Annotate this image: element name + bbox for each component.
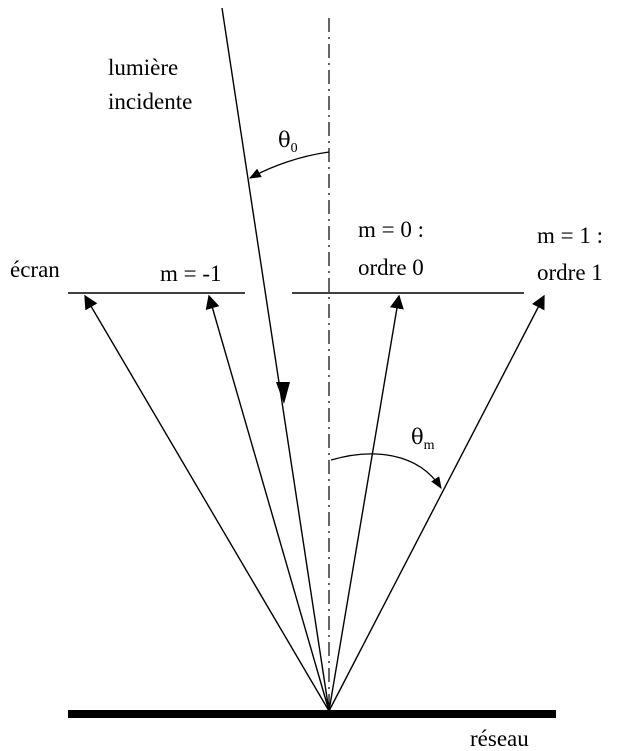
thetam-angle-arc — [330, 453, 442, 490]
theta0-angle-arc — [248, 151, 330, 179]
incident-ray — [221, 7, 330, 712]
thetam-label: θm — [411, 425, 435, 453]
ray-order-minus1 — [205, 294, 330, 712]
incident-light-label-line2: incidente — [108, 89, 193, 114]
grating-bar — [68, 710, 556, 718]
theta0-symbol: θ — [278, 128, 291, 152]
order0-label-line2: ordre 0 — [358, 255, 424, 280]
theta0-label: θ0 — [278, 128, 298, 156]
screen-label: écran — [10, 257, 60, 282]
order0-label-line1: m = 0 : — [358, 217, 425, 242]
thetam-symbol: θ — [411, 425, 424, 449]
ray-order-1 — [328, 294, 545, 712]
incident-ray-arrow — [276, 382, 290, 404]
order-minus1-label: m = -1 — [160, 261, 222, 286]
order1-label-line1: m = 1 : — [537, 223, 604, 248]
ray-order-minus2 — [84, 294, 330, 712]
grating-label: réseau — [470, 726, 529, 751]
incident-light-label-line1: lumière — [108, 55, 179, 80]
theta0-subscript: 0 — [290, 141, 298, 156]
ray-order-0 — [328, 294, 404, 712]
thetam-subscript: m — [423, 438, 435, 453]
order1-label-line2: ordre 1 — [537, 260, 603, 285]
